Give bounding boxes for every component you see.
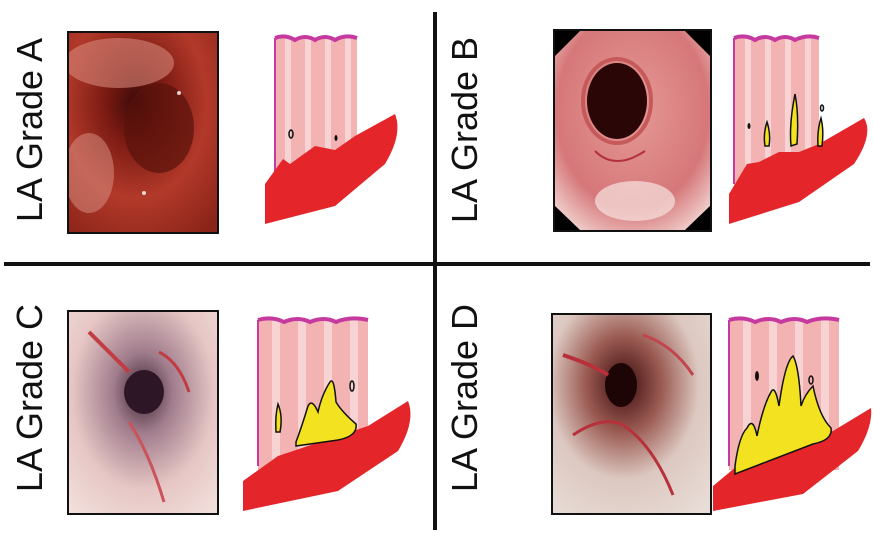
endoscopy-photo xyxy=(551,313,712,515)
endoscopy-photo xyxy=(67,310,219,515)
esophagus-schematic xyxy=(729,34,873,234)
esophagus-schematic xyxy=(255,34,405,234)
endoscopy-photo xyxy=(67,31,219,234)
grade-label: LA Grade B xyxy=(445,20,485,240)
endoscopy-photo xyxy=(553,29,712,232)
esophagus-schematic xyxy=(713,316,873,516)
grade-label: LA Grade D xyxy=(445,288,485,508)
panel-grade-d: LA Grade D xyxy=(437,266,870,528)
panel-grade-b: LA Grade B xyxy=(437,0,870,262)
panel-grade-c: LA Grade C xyxy=(0,266,433,528)
esophagus-schematic xyxy=(238,316,418,516)
panel-grade-a: LA Grade A xyxy=(0,0,433,262)
grade-label: LA Grade A xyxy=(10,20,50,240)
grade-label: LA Grade C xyxy=(10,288,50,508)
